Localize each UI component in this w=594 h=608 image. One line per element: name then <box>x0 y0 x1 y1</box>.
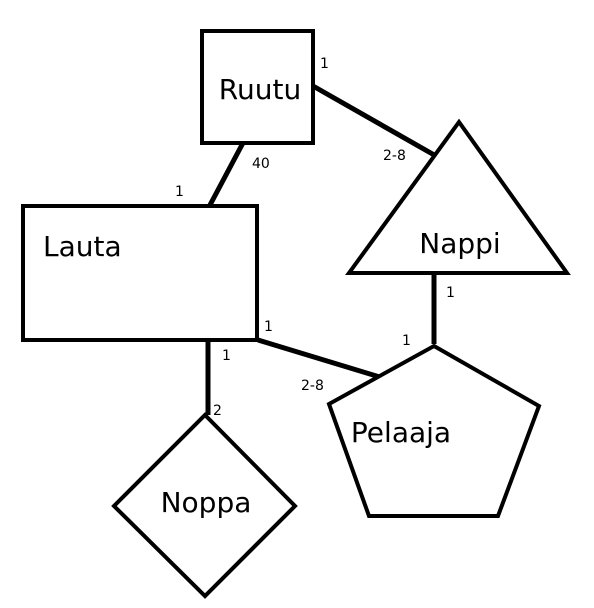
pelaaja-label: Pelaaja <box>351 416 451 449</box>
lauta-box <box>21 204 259 342</box>
edge-ruutu-lauta <box>207 139 247 207</box>
pelaaja-pentagon <box>326 343 542 518</box>
nappi-triangle <box>345 118 571 275</box>
ruutu-box <box>200 29 315 145</box>
mult-ruutu-lauta-ruutu-end: 40 <box>252 156 270 172</box>
mult-ruutu-nappi-ruutu-end: 1 <box>320 56 329 72</box>
lauta-label: Lauta <box>43 230 122 263</box>
mult-lauta-pelaaja-pelaaja-end: 2-8 <box>301 378 324 394</box>
nappi-label: Nappi <box>419 227 500 260</box>
noppa-diamond <box>111 412 298 599</box>
mult-lauta-noppa-lauta-end: 1 <box>222 348 231 364</box>
mult-nappi-pelaaja-nappi-end: 1 <box>446 285 455 301</box>
mult-ruutu-lauta-lauta-end: 1 <box>175 184 184 200</box>
mult-ruutu-nappi-nappi-end: 2-8 <box>383 148 406 164</box>
ruutu-label: Ruutu <box>219 73 301 106</box>
mult-lauta-pelaaja-lauta-end: 1 <box>264 319 273 335</box>
mult-lauta-noppa-noppa-end: 2 <box>213 403 222 419</box>
mult-nappi-pelaaja-pelaaja-end: 1 <box>402 333 411 349</box>
edge-ruutu-nappi <box>311 83 438 159</box>
edge-lauta-pelaaja <box>257 337 384 381</box>
noppa-label: Noppa <box>161 486 252 519</box>
